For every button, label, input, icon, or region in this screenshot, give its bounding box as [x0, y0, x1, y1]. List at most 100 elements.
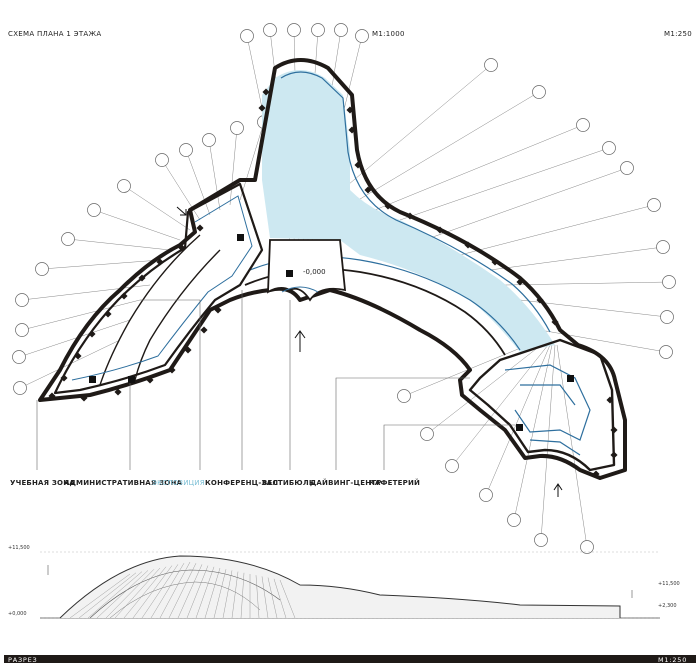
axis-bubble-icon [15, 323, 29, 337]
facade-buttress [464, 241, 472, 249]
right-wing-wall [468, 338, 616, 472]
axis-leader-line [426, 341, 546, 435]
axis-leader-line [485, 344, 551, 496]
section-rib [195, 566, 215, 619]
section-rib [204, 567, 221, 619]
axis-leader-line [208, 139, 221, 211]
axis-leader-line [399, 147, 610, 221]
left-wing-wall [53, 182, 264, 395]
axis-leader-line [429, 167, 628, 239]
left-wing-inner-line [71, 195, 253, 381]
section-rib [261, 576, 269, 619]
axis-bubble-icon [580, 540, 594, 554]
axis-bubble-icon [532, 85, 546, 99]
axis-leader-line [540, 344, 556, 541]
axis-bubble-icon [620, 161, 634, 175]
facade-buttress [592, 470, 600, 478]
axis-bubble-icon [334, 23, 348, 37]
facade-buttress [262, 88, 270, 96]
exposition-area-fill [262, 70, 555, 352]
facade-buttress [156, 258, 164, 266]
axis-leader-line [556, 344, 588, 548]
facade-buttress [48, 392, 56, 400]
section-rib [279, 579, 296, 619]
section-rib [141, 564, 179, 619]
facade-buttress [60, 374, 68, 382]
facade-buttress [364, 186, 372, 194]
axis-bubble-icon [240, 29, 254, 43]
zone-label-exposition: ЭКСПОЗИЦИЯ [152, 479, 205, 487]
vestibule-outline [267, 239, 347, 302]
section-rib [255, 575, 260, 619]
axis-leader-line [21, 284, 151, 301]
section-rib [186, 565, 209, 619]
facade-buttress [88, 330, 96, 338]
zone-label-vestibule: ВЕСТИБЮЛЬ [262, 479, 315, 487]
section-title-bar [4, 655, 696, 663]
axis-bubbles [12, 23, 676, 554]
axis-bubble-icon [397, 389, 411, 403]
level-mark-right-top: +11,500 [658, 581, 680, 587]
axis-leader-line [21, 299, 141, 331]
facade-buttress [74, 352, 82, 360]
axis-leader-line [451, 344, 549, 467]
facade-buttress [104, 310, 112, 318]
section-rib [150, 563, 185, 619]
axis-bubble-icon [35, 262, 49, 276]
section-rib [159, 561, 191, 619]
facade-buttress [258, 104, 266, 112]
axis-leader-line [459, 204, 655, 256]
axis-bubble-icon [15, 293, 29, 307]
facade-buttress [551, 318, 559, 326]
facade-buttress [491, 258, 499, 266]
zone-label-education: УЧЕБНАЯ ЗОНА [10, 479, 75, 487]
axis-bubble-icon [602, 141, 616, 155]
axis-bubble-icon [484, 58, 498, 72]
axis-bubble-icon [87, 203, 101, 217]
section-rib [222, 570, 233, 619]
section-rib [168, 563, 197, 619]
axis-leader-line [329, 64, 492, 201]
axis-leader-line [539, 329, 667, 353]
axis-bubble-icon [263, 23, 277, 37]
plan-scale: М1:250 [664, 30, 693, 38]
facade-buttress [178, 244, 186, 252]
room-marker-icon [237, 234, 244, 241]
plan-title: СХЕМА ПЛАНА 1 ЭТАЖА [8, 30, 102, 38]
zone-label-admin: АДМИНИСТРАТИВНАЯ ЗОНА [64, 479, 183, 487]
axis-bubble-icon [507, 513, 521, 527]
facade-buttress [606, 396, 614, 404]
facade-buttress [610, 451, 618, 459]
axis-leader-line [239, 121, 265, 201]
axis-bubble-icon [179, 143, 193, 157]
axis-leader-line [18, 319, 131, 358]
axis-bubble-icon [534, 533, 548, 547]
room-marker-icon [567, 375, 574, 382]
section-rib [69, 573, 131, 619]
facade-buttress [200, 326, 208, 334]
facade-buttress [516, 278, 524, 286]
facade-buttress [80, 394, 88, 402]
entrance-arrow-icon [553, 483, 563, 497]
facade-buttress [168, 366, 176, 374]
section-rib [240, 572, 245, 619]
level-mark-left-top: +11,500 [8, 545, 30, 551]
axis-leader-line [67, 238, 171, 251]
section-rib [231, 571, 239, 619]
floor-level-mark: -0,000 [303, 268, 326, 276]
axis-bubble-icon [202, 133, 216, 147]
right-wing-partition [504, 364, 591, 456]
entrance-arrow-icon [294, 330, 306, 352]
axis-leader-line [229, 127, 238, 206]
room-marker-icon [128, 376, 135, 383]
section-rib [123, 566, 167, 619]
axis-bubble-icon [155, 153, 169, 167]
section-rib [78, 572, 137, 619]
axis-bubble-icon [287, 23, 301, 37]
section-rib [114, 567, 161, 619]
axis-bubble-icon [230, 121, 244, 135]
axis-leader-line [513, 344, 553, 521]
section-rib [267, 577, 278, 619]
facade-buttress [348, 126, 356, 134]
